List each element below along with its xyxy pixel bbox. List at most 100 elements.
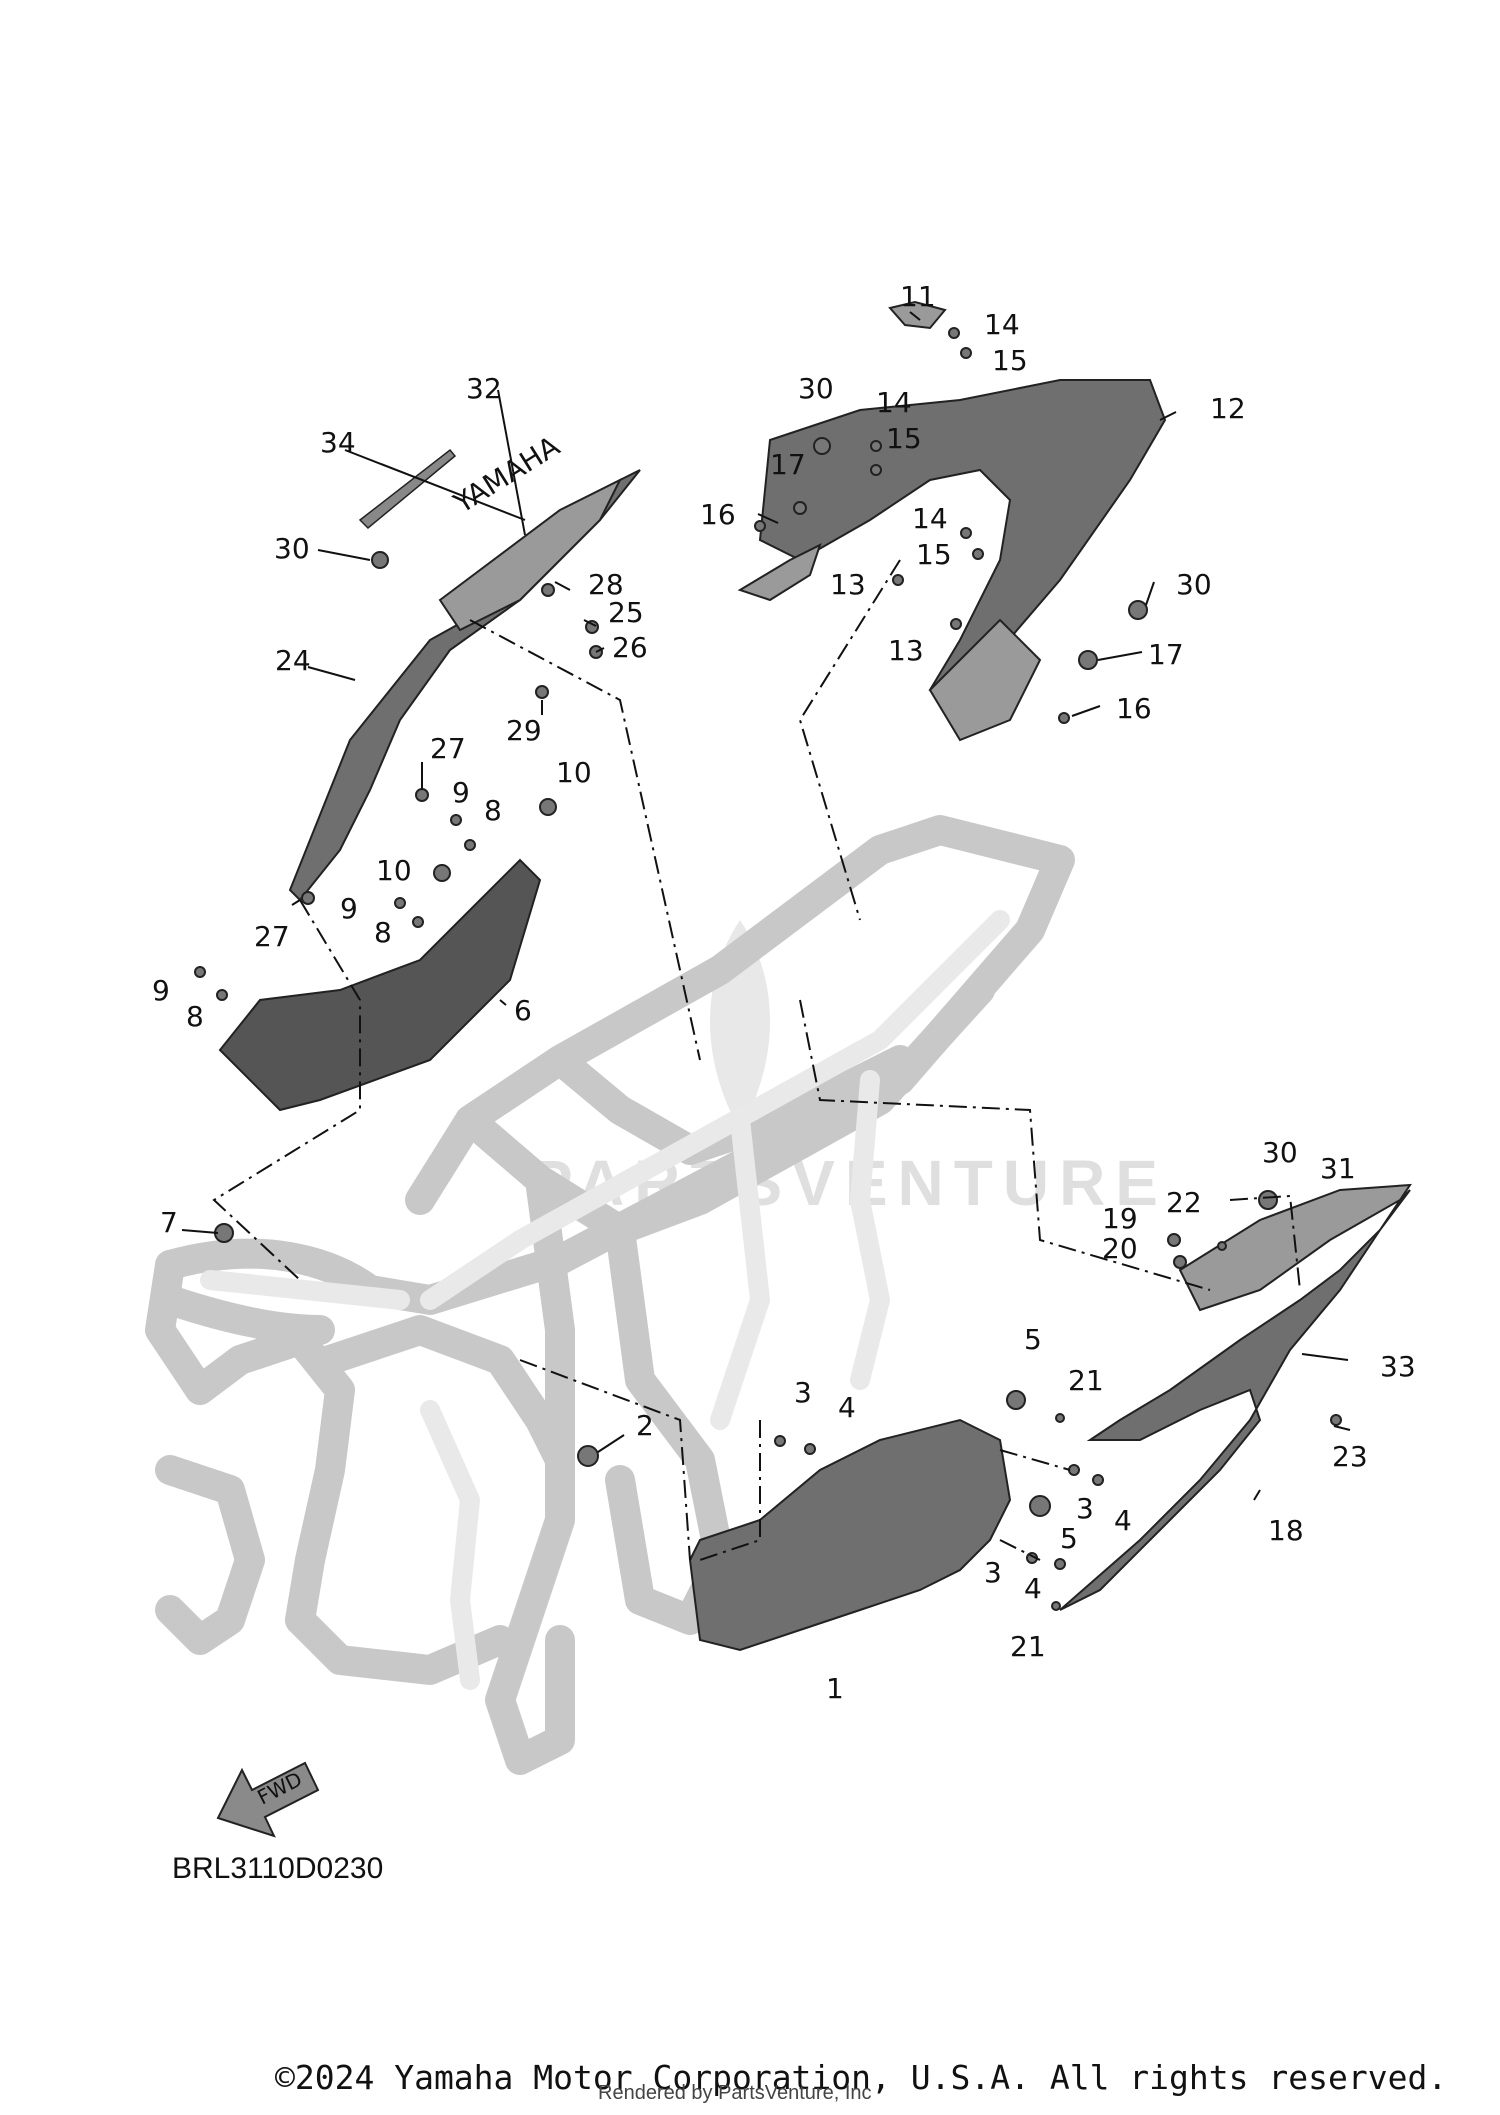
callout: 24 <box>275 644 311 677</box>
callout: 32 <box>466 372 502 405</box>
callout: 8 <box>186 1000 204 1033</box>
callout: 20 <box>1102 1232 1138 1265</box>
callout: 2 <box>636 1409 654 1442</box>
callout: 21 <box>1068 1364 1104 1397</box>
part-16-clip <box>1058 712 1070 724</box>
part-9-bolt <box>194 966 206 978</box>
callout: 3 <box>794 1376 812 1409</box>
callout: 19 <box>1102 1202 1138 1235</box>
callout: 30 <box>798 372 834 405</box>
part-3-collar <box>1068 1464 1080 1476</box>
part-17-grommet <box>793 501 807 515</box>
part-2-grommet <box>577 1445 599 1467</box>
part-5-grommet <box>1006 1390 1026 1410</box>
callout: 13 <box>830 568 866 601</box>
part-19-nut <box>1167 1233 1181 1247</box>
part-14-nut <box>870 440 882 452</box>
part-4-bolt <box>1092 1474 1104 1486</box>
part-8-washer <box>464 839 476 851</box>
part-16-bracket <box>737 543 822 602</box>
part-3-collar <box>774 1435 786 1447</box>
part-8-washer <box>216 989 228 1001</box>
callout: 4 <box>1024 1572 1042 1605</box>
logo-text: YAMAHA <box>447 429 565 520</box>
callout: 11 <box>900 280 936 313</box>
callout: 23 <box>1332 1440 1368 1473</box>
callout: 7 <box>160 1206 178 1239</box>
part-6-cover <box>218 858 542 1112</box>
callout: 14 <box>876 386 912 419</box>
callout: 1 <box>826 1672 844 1705</box>
part-1-side-cover <box>688 1418 1012 1652</box>
callout: 29 <box>506 714 542 747</box>
part-4-bolt <box>804 1443 816 1455</box>
callout: 4 <box>838 1391 856 1424</box>
callout: 25 <box>608 596 644 629</box>
part-12-tail-cover <box>758 379 1167 742</box>
part-22-clip <box>1217 1241 1227 1251</box>
part-16-clip <box>754 520 766 532</box>
diagram-code: BRL3110D0230 <box>172 1852 384 1885</box>
part-9-bolt <box>394 897 406 909</box>
rendered-by-notice: Rendered by PartsVenture, Inc <box>598 2082 872 2104</box>
part-20-nut <box>1173 1255 1187 1269</box>
part-14-nut <box>960 527 972 539</box>
callout: 18 <box>1268 1514 1304 1547</box>
callout: 26 <box>612 631 648 664</box>
callout: 14 <box>984 308 1020 341</box>
part-29-nut <box>535 685 549 699</box>
callout: 30 <box>1176 568 1212 601</box>
callout: 16 <box>1116 692 1152 725</box>
part-25-nut <box>585 620 599 634</box>
part-15-nut <box>960 347 972 359</box>
callouts: 1 2 3 3 3 4 4 4 5 5 6 7 8 8 8 8 9 9 9 10… <box>152 280 1416 1705</box>
part-14-nut <box>948 327 960 339</box>
part-27-clip <box>301 891 315 905</box>
part-11-plate <box>888 300 947 330</box>
callout: 34 <box>320 426 356 459</box>
part-9-bolt <box>450 814 462 826</box>
callout: 27 <box>430 732 466 765</box>
callout: 17 <box>770 448 806 481</box>
part-13-nut <box>950 618 962 630</box>
callout: 3 <box>984 1556 1002 1589</box>
part-30-bolt <box>813 437 831 455</box>
part-10-grommet <box>539 798 557 816</box>
part-28-nut <box>541 583 555 597</box>
callout: 10 <box>556 756 592 789</box>
callout: 13 <box>888 634 924 667</box>
fwd-arrow: FWD <box>216 1761 320 1838</box>
part-34-emblem <box>358 448 457 530</box>
callout: 6 <box>514 994 532 1027</box>
callout: 12 <box>1210 392 1246 425</box>
callout: 31 <box>1320 1152 1356 1185</box>
callout: 10 <box>376 854 412 887</box>
part-13-nut <box>892 574 904 586</box>
callout: 9 <box>152 974 170 1007</box>
part-30-bolt <box>1258 1190 1278 1210</box>
callout: 3 <box>1076 1492 1094 1525</box>
callout: 33 <box>1380 1350 1416 1383</box>
callout: 28 <box>588 568 624 601</box>
part-17-grommet <box>1078 650 1098 670</box>
part-21-clip <box>1051 1601 1061 1611</box>
callout: 30 <box>1262 1136 1298 1169</box>
hardware <box>194 327 1342 1611</box>
part-27-clip <box>415 788 429 802</box>
part-4-bolt <box>1054 1558 1066 1570</box>
callout: 4 <box>1114 1504 1132 1537</box>
callout: 21 <box>1010 1630 1046 1663</box>
callout: 15 <box>886 422 922 455</box>
part-10-grommet <box>433 864 451 882</box>
copyright-notice: ©2024 Yamaha Motor Corporation, U.S.A. A… <box>275 2058 1448 2097</box>
part-5-grommet <box>1029 1495 1051 1517</box>
callout: 14 <box>912 502 948 535</box>
callout: 16 <box>700 498 736 531</box>
part-30-bolt <box>1128 600 1148 620</box>
callout: 15 <box>916 538 952 571</box>
part-23-clip <box>1330 1414 1342 1426</box>
assembly-lines <box>212 559 1301 1561</box>
callout: 9 <box>452 776 470 809</box>
callout: 5 <box>1060 1522 1078 1555</box>
